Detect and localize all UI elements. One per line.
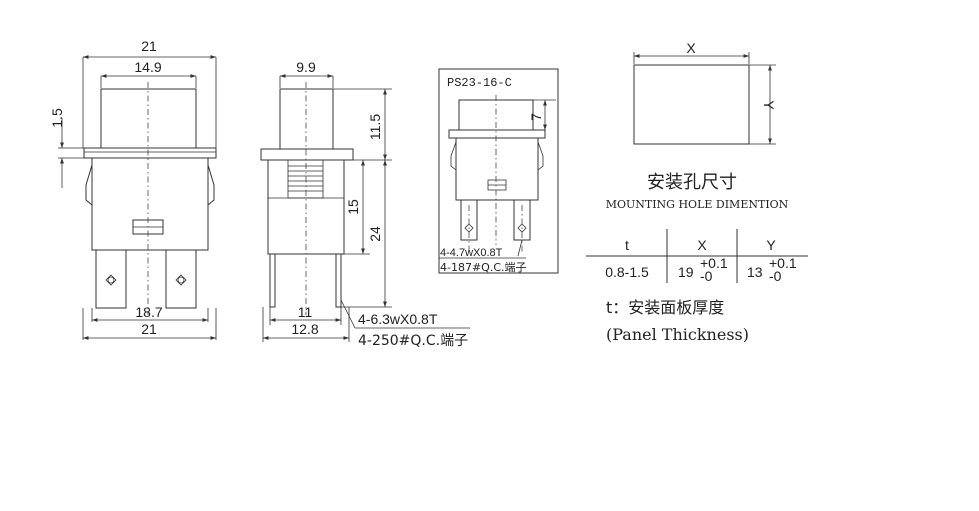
front-flange-label: 1.5: [49, 108, 65, 128]
front-view: 21 14.9 1.5: [49, 38, 217, 340]
front-terminal-span-label: 18.7: [135, 304, 162, 320]
variant-terminal-spec-2: 4-187#Q.C.端子: [440, 261, 527, 274]
hole-note-cn: t：安装面板厚度: [606, 298, 724, 317]
variant-flange: [448, 129, 546, 139]
table-header-x: X: [697, 237, 707, 253]
table-header-t: t: [625, 237, 629, 253]
side-base-width-label: 12.8: [291, 321, 318, 337]
table-y-tol-minus: -0: [769, 268, 782, 284]
variant-body: [455, 137, 539, 201]
variant-terminal-spec-1: 4-4.7wX0.8T: [440, 247, 503, 259]
side-total-height-label: 24: [367, 226, 383, 242]
front-clip-left: [85, 164, 93, 206]
side-cap: [279, 88, 334, 150]
front-flange: [83, 147, 217, 159]
variant-view: PS23-16-C 7 4-4.7wX0.8T 4-187#Q.C.端子: [438, 68, 559, 274]
side-terminal-right: [335, 253, 342, 308]
front-terminal-right: [165, 249, 197, 309]
hole-table: t X Y 0.8-1.5 19 +0.1 -0 13 +0.1 -0: [586, 229, 808, 284]
side-terminal-span-label: 11: [298, 304, 313, 320]
front-cap: [100, 88, 197, 149]
hole-title-en: MOUNTING HOLE DIMENTION: [606, 198, 789, 211]
front-body: [91, 157, 209, 251]
table-y-value: 13: [747, 264, 763, 280]
variant-terminal-left: [460, 199, 478, 241]
hole-note-en: (Panel Thickness): [606, 325, 749, 344]
variant-frame: [438, 68, 559, 274]
side-flange: [260, 148, 354, 161]
side-terminal-left: [269, 253, 276, 308]
hole-y-label: Y: [761, 100, 777, 110]
mounting-hole: X Y 安装孔尺寸 MOUNTING HOLE DIMENTION t X Y …: [586, 40, 808, 344]
side-spring: [287, 159, 324, 199]
hole-title-cn: 安装孔尺寸: [647, 172, 737, 193]
front-cap-width-label: 14.9: [134, 59, 161, 75]
front-terminal-left: [95, 249, 127, 309]
side-terminal-spec-2: 4-250#Q.C.端子: [358, 333, 468, 349]
front-clip-right: [207, 164, 215, 206]
hole-rectangle: [633, 64, 750, 145]
variant-cap-height-label: 7: [528, 113, 544, 121]
front-width-top-label: 21: [141, 38, 157, 54]
table-x-tol-plus: +0.1: [700, 255, 728, 271]
front-width-bottom-label: 21: [141, 321, 157, 337]
side-cap-width-label: 9.9: [296, 59, 316, 75]
side-view: 9.9 11.5 15: [260, 59, 470, 349]
hole-x-label: X: [686, 40, 696, 56]
table-t-value: 0.8-1.5: [605, 264, 649, 280]
table-header-y: Y: [766, 237, 776, 253]
side-body-height-label: 15: [345, 199, 361, 215]
variant-model-label: PS23-16-C: [447, 76, 512, 90]
table-y-tol-plus: +0.1: [769, 255, 797, 271]
table-x-tol-minus: -0: [700, 268, 713, 284]
side-cap-height-label: 11.5: [367, 114, 383, 140]
table-x-value: 19: [678, 264, 694, 280]
side-terminal-spec-1: 4-6.3wX0.8T: [358, 311, 438, 327]
